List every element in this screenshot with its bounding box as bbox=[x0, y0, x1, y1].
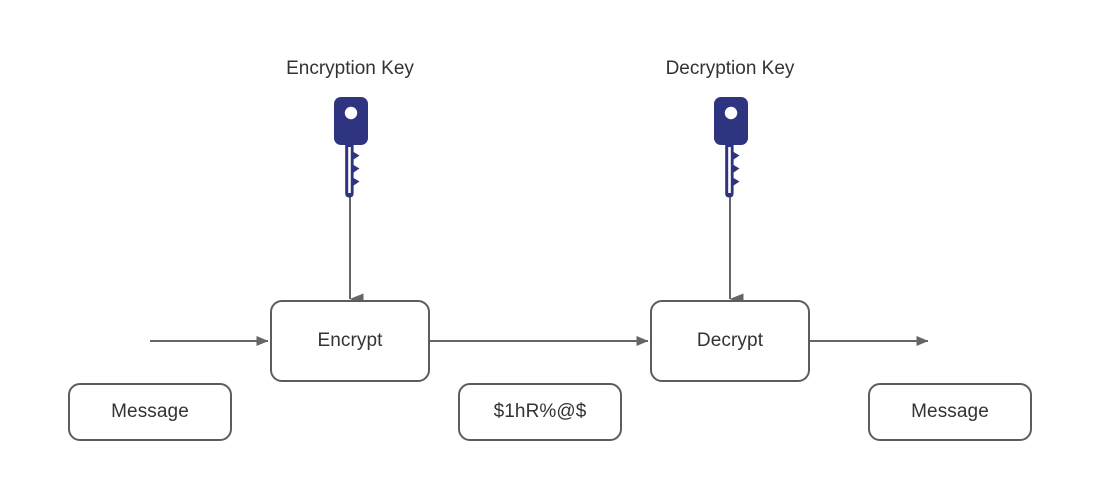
ciphertext-node[interactable]: $1hR%@$ bbox=[458, 383, 622, 441]
decrypt-node[interactable]: Decrypt bbox=[650, 300, 810, 382]
encrypt-node[interactable]: Encrypt bbox=[270, 300, 430, 382]
message-output-node[interactable]: Message bbox=[868, 383, 1032, 441]
encryption-key-label: Encryption Key bbox=[286, 58, 414, 79]
decryption-key-label: Decryption Key bbox=[665, 58, 795, 79]
decryption-key-icon bbox=[714, 97, 748, 198]
message-input-node[interactable]: Message bbox=[68, 383, 232, 441]
encryption-key-icon bbox=[334, 97, 368, 198]
